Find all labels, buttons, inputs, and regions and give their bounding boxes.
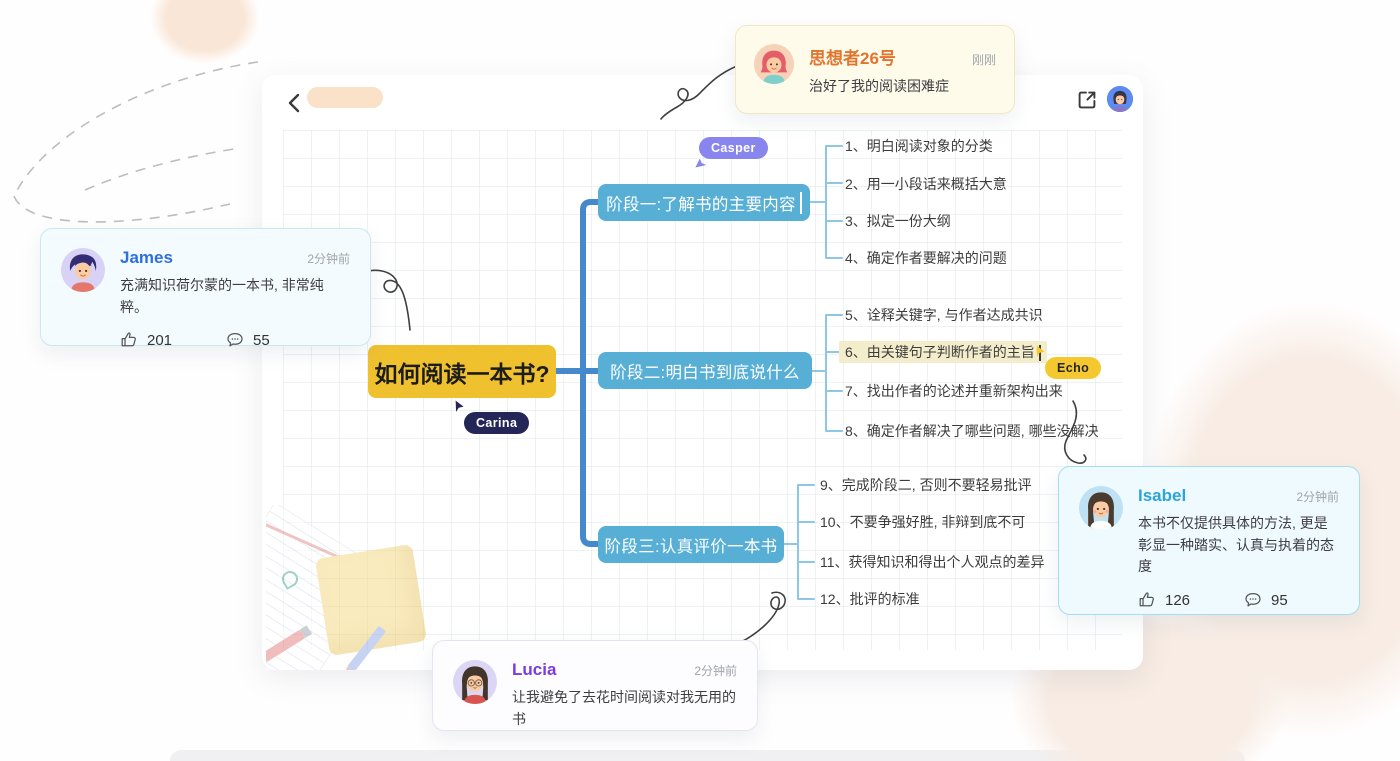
comment-text: 本书不仅提供具体的方法, 更是彰显一种踏实、认真与执着的态度 — [1138, 515, 1334, 575]
share-button[interactable] — [1075, 88, 1099, 112]
comment-bubble-icon — [1245, 593, 1261, 607]
comment-text: 让我避免了去花时间阅读对我无用的书 — [512, 689, 736, 727]
mindmap-item-6[interactable]: 6、由关键句子判断作者的主旨 — [839, 341, 1047, 363]
comment-text: 治好了我的阅读困难症 — [809, 78, 949, 94]
echo-cursor-icon — [1036, 345, 1045, 357]
collaborator-tag-carina: Carina — [464, 412, 530, 434]
mindmap-item-7[interactable]: 7、找出作者的论述并重新架构出来 — [845, 383, 1063, 399]
carina-cursor-icon — [455, 400, 464, 412]
comment-card-isabel: Isabel 2分钟前 本书不仅提供具体的方法, 更是彰显一种踏实、认真与执着的… — [1058, 466, 1360, 615]
open-external-icon — [1078, 91, 1096, 109]
stage1-label: 阶段一:了解书的主要内容 — [606, 195, 796, 214]
current-user-avatar[interactable] — [1107, 86, 1133, 112]
mindmap-stage2-node[interactable]: 阶段二:明白书到底说什么 — [598, 352, 812, 389]
reply-count[interactable]: 55 — [226, 331, 270, 349]
commenter-name: 思想者26号 — [809, 49, 896, 68]
stage2-label: 阶段二:明白书到底说什么 — [610, 363, 800, 382]
chevron-left-icon — [288, 93, 300, 113]
collaborator-tag-casper: Casper — [699, 137, 768, 159]
mindmap-item-4[interactable]: 4、确定作者要解决的问题 — [845, 250, 1007, 266]
text-cursor — [799, 191, 802, 214]
avatar — [754, 44, 794, 84]
woman-redhair-avatar-icon — [760, 50, 788, 84]
mindmap-stage3-node[interactable]: 阶段三:认真评价一本书 — [598, 526, 784, 563]
woman-longhair-avatar-icon — [1088, 492, 1114, 530]
commenter-name: Isabel — [1138, 486, 1187, 505]
like-count[interactable]: 201 — [120, 331, 172, 349]
mindmap-item-3[interactable]: 3、拟定一份大纲 — [845, 213, 951, 229]
woman-glasses-avatar-icon — [462, 666, 488, 704]
comment-card-james: James 2分钟前 充满知识荷尔蒙的一本书, 非常纯粹。 201 55 — [40, 228, 371, 349]
avatar — [1079, 486, 1123, 530]
text-cursor — [1038, 345, 1041, 362]
mindmap-item-12[interactable]: 12、批评的标准 — [820, 591, 920, 607]
mindmap-root-node[interactable]: 如何阅读一本书? — [368, 345, 556, 398]
stage3-label: 阶段三:认真评价一本书 — [604, 537, 778, 556]
comment-bubble-icon — [227, 333, 243, 347]
back-button[interactable] — [282, 90, 308, 116]
comment-time: 2分钟前 — [694, 664, 737, 678]
casper-cursor-icon — [695, 158, 707, 168]
comment-text: 充满知识荷尔蒙的一本书, 非常纯粹。 — [120, 277, 324, 315]
mindmap-item-1[interactable]: 1、明白阅读对象的分类 — [845, 138, 993, 154]
man-avatar-icon — [69, 254, 97, 292]
thumbs-up-icon — [121, 332, 136, 347]
comment-time: 2分钟前 — [1296, 490, 1339, 504]
comment-card-lucia: Lucia 2分钟前 让我避免了去花时间阅读对我无用的书 — [432, 640, 758, 731]
mindmap-stage1-node[interactable]: 阶段一:了解书的主要内容 — [598, 184, 810, 221]
root-node-label: 如何阅读一本书? — [374, 360, 550, 387]
collaborator-tag-echo: Echo — [1045, 357, 1102, 379]
mindmap-item-9[interactable]: 9、完成阶段二, 否则不要轻易批评 — [820, 477, 1032, 493]
board-title-placeholder — [307, 87, 383, 108]
mindmap-item-8[interactable]: 8、确定作者解决了哪些问题, 哪些没解决 — [845, 423, 1099, 439]
avatar — [453, 660, 497, 704]
comment-time: 刚刚 — [971, 53, 996, 67]
next-section-edge — [170, 750, 1245, 761]
user-avatar-icon — [1107, 86, 1133, 112]
commenter-name: Lucia — [512, 660, 557, 679]
like-count[interactable]: 126 — [1138, 591, 1190, 609]
mindmap-item-11[interactable]: 11、获得知识和得出个人观点的差异 — [820, 554, 1045, 570]
reply-count[interactable]: 95 — [1244, 591, 1288, 609]
mindmap-item-5[interactable]: 5、诠释关键字, 与作者达成共识 — [845, 307, 1043, 323]
mindmap-item-2[interactable]: 2、用一小段话来概括大意 — [845, 176, 1007, 192]
comment-time: 2分钟前 — [307, 252, 350, 266]
thumbs-up-icon — [1139, 592, 1154, 607]
comment-card-thinker: 思想者26号 刚刚 治好了我的阅读困难症 — [735, 25, 1015, 114]
commenter-name: James — [120, 248, 173, 267]
avatar — [61, 248, 105, 292]
mindmap-item-10[interactable]: 10、不要争强好胜, 非辩到底不可 — [820, 514, 1026, 530]
